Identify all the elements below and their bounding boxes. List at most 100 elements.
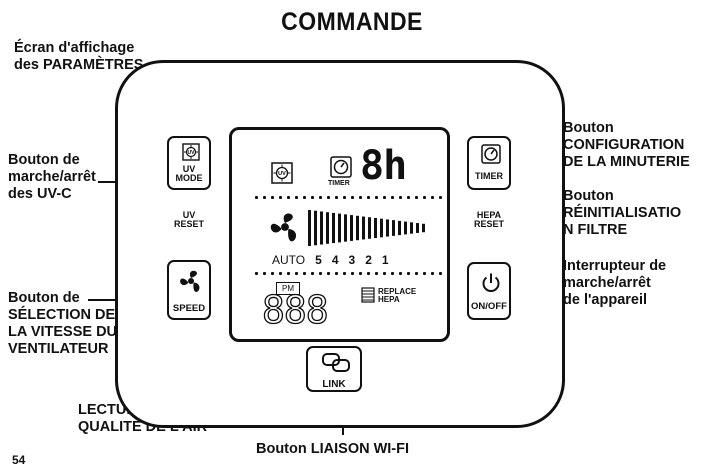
divider-dot — [375, 272, 378, 275]
label-uv: Bouton de marche/arrêt des UV-C — [8, 152, 96, 202]
speed-bar — [422, 223, 425, 233]
speed-bar — [416, 223, 419, 233]
divider-dot — [391, 272, 394, 275]
speed-level-bars — [308, 210, 425, 246]
divider-dot — [383, 196, 386, 199]
divider-dot — [399, 272, 402, 275]
divider-dot — [415, 196, 418, 199]
divider-dot — [271, 196, 274, 199]
divider-dot — [407, 196, 410, 199]
timer-indicator-label: TIMER — [328, 180, 350, 187]
label-timer: Bouton CONFIGURATION DE LA MINUTERIE — [563, 120, 690, 170]
svg-text:UV: UV — [188, 150, 196, 156]
speed-button[interactable]: SPEED — [167, 260, 211, 320]
divider-dot — [335, 196, 338, 199]
filter-icon — [361, 287, 375, 303]
pm-label: PM — [276, 282, 300, 295]
speed-bar — [326, 212, 329, 244]
divider-dot — [423, 272, 426, 275]
power-icon — [482, 273, 500, 292]
svg-text:UV: UV — [278, 171, 286, 177]
settings-display — [229, 127, 450, 342]
divider-dot — [415, 272, 418, 275]
label-power: Interrupteur de marche/arrêt de l'appare… — [563, 258, 667, 308]
divider-dot — [399, 196, 402, 199]
link-icon — [322, 353, 350, 372]
timer-icon — [481, 144, 501, 164]
divider-dot — [351, 196, 354, 199]
divider-dot — [375, 196, 378, 199]
divider-dot — [343, 272, 346, 275]
divider-dot — [359, 272, 362, 275]
divider-dot — [439, 272, 442, 275]
divider-dot — [319, 272, 322, 275]
hepa-label: HEPA — [378, 295, 400, 304]
timer-button[interactable]: TIMER — [467, 136, 511, 190]
divider-dot — [351, 272, 354, 275]
pm-value: 888 — [261, 288, 329, 332]
speed-bar — [368, 217, 371, 239]
speed-bar — [410, 222, 413, 234]
divider-dot — [303, 196, 306, 199]
speed-bar — [380, 218, 383, 238]
speed-bar — [398, 220, 401, 236]
page-title: COMMANDE — [281, 8, 423, 36]
divider-dot — [319, 196, 322, 199]
speed-bar — [332, 212, 335, 244]
onoff-label: ON/OFF — [471, 301, 507, 312]
uv-mode-button[interactable]: UV UV MODE — [167, 136, 211, 190]
divider-dot — [431, 272, 434, 275]
divider-dot — [271, 272, 274, 275]
hepa-reset-label: HEPA RESET — [473, 210, 504, 229]
uv-lamp-icon: UV — [182, 143, 200, 161]
divider-dot — [263, 272, 266, 275]
divider-dot — [391, 196, 394, 199]
divider-dot — [367, 272, 370, 275]
speed-bar — [344, 214, 347, 242]
page-number: 54 — [12, 453, 26, 467]
divider-dot — [255, 196, 258, 199]
speed-level-5: 5 — [315, 253, 322, 267]
speed-bar — [320, 211, 323, 245]
divider-dot — [383, 272, 386, 275]
divider-dot — [431, 196, 434, 199]
divider-dot — [359, 196, 362, 199]
divider-dot — [311, 196, 314, 199]
speed-bar — [350, 215, 353, 241]
speed-bar — [404, 221, 407, 235]
speed-bar — [362, 216, 365, 240]
timer-label: TIMER — [475, 171, 503, 181]
divider-dot — [295, 196, 298, 199]
uv-mode-label: UV MODE — [175, 164, 203, 183]
label-hepa: Bouton RÉINITIALISATIO N FILTRE — [563, 188, 682, 238]
speed-bar — [338, 213, 341, 243]
fan-indicator-icon — [270, 213, 297, 242]
divider-dot — [407, 272, 410, 275]
divider-dot — [263, 196, 266, 199]
replace-hepa-indicator: REPLACE HEPA — [378, 288, 416, 304]
divider-dot — [327, 196, 330, 199]
divider-dot — [343, 196, 346, 199]
speed-level-2: 2 — [365, 253, 372, 267]
dotted-divider-top — [255, 196, 442, 200]
divider-dot — [439, 196, 442, 199]
speed-bar — [314, 210, 317, 246]
link-label: LINK — [322, 379, 346, 390]
speed-bar — [392, 220, 395, 236]
speed-bar — [356, 215, 359, 241]
speed-levels: AUTO 5 4 3 2 1 — [272, 253, 432, 267]
speed-level-1: 1 — [381, 253, 389, 267]
replace-label: REPLACE — [378, 287, 417, 296]
link-button[interactable]: LINK — [306, 346, 362, 392]
timer-value: 8h — [360, 143, 407, 189]
divider-dot — [279, 196, 282, 199]
divider-dot — [311, 272, 314, 275]
divider-dot — [255, 272, 258, 275]
dotted-divider-bottom — [255, 272, 442, 276]
label-speed: Bouton de SÉLECTION DE LA VITESSE DU VEN… — [8, 290, 118, 357]
power-button[interactable]: ON/OFF — [467, 262, 511, 320]
fan-icon — [180, 270, 200, 292]
divider-dot — [367, 196, 370, 199]
speed-level-4: 4 — [331, 253, 339, 267]
uv-indicator-icon: UV — [271, 162, 293, 184]
